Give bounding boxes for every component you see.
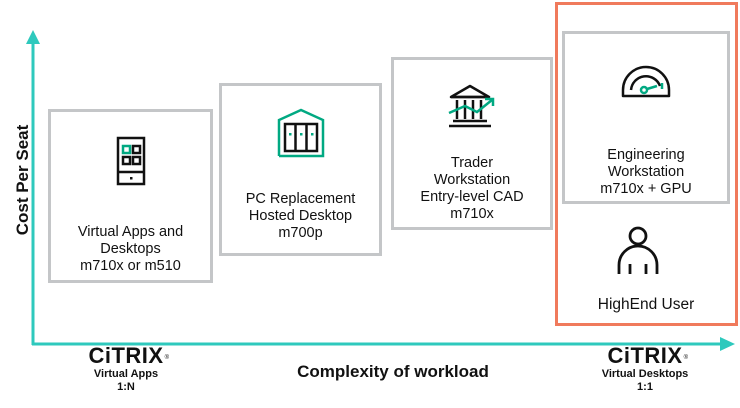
tier-label-line: Hosted Desktop (248, 208, 353, 224)
tier-label-line: Workstation (433, 172, 511, 188)
tier-label: Virtual Apps and Desktops m710x or m510 (51, 224, 210, 275)
tier-label-line: m710x or m510 (80, 258, 181, 274)
tier-label-line: Entry-level CAD (420, 189, 524, 205)
highend-user-label: HighEnd User (597, 296, 695, 313)
tier-label-line: m710x (450, 206, 494, 222)
tier-label-line: m710x + GPU (600, 181, 692, 197)
gauge-icon (620, 64, 672, 103)
tier-card-engineering-workstation: Engineering Workstation m710x + GPU (562, 31, 730, 204)
tier-label-line: Engineering (607, 147, 685, 163)
user-icon (616, 226, 660, 281)
tier-label-line: Virtual Apps and (77, 224, 184, 240)
x-axis-label: Complexity of workload (297, 362, 489, 381)
tier-card-virtual-apps: Virtual Apps and Desktops m710x or m510 (48, 109, 213, 283)
highend-highlight-frame (555, 2, 738, 326)
citrix-ratio-label: 1:1 (637, 381, 653, 393)
y-axis-label: Cost Per Seat (13, 124, 32, 236)
citrix-ratio-label: 1:N (117, 381, 135, 393)
tier-label-line: Trader (450, 155, 494, 171)
bank-trend-icon (447, 83, 497, 134)
tier-label-line: Workstation (607, 164, 685, 180)
tier-label: Trader Workstation Entry-level CAD m710x (394, 155, 550, 223)
tier-label-line: Desktops (100, 241, 161, 257)
y-axis-arrow-icon (26, 30, 40, 44)
citrix-product-label: Virtual Desktops (601, 368, 689, 380)
citrix-virtual-desktops: CiTRIX® Virtual Desktops 1:1 (584, 345, 706, 394)
tier-card-pc-replacement: PC Replacement Hosted Desktop m700p (219, 83, 382, 256)
citrix-virtual-apps: CiTRIX® Virtual Apps 1:N (68, 345, 184, 394)
tier-card-trader-workstation: Trader Workstation Entry-level CAD m710x (391, 57, 553, 230)
tablet-apps-icon (116, 136, 146, 191)
citrix-logo: CiTRIX® (607, 343, 689, 368)
tier-label: Engineering Workstation m710x + GPU (565, 147, 727, 198)
tier-label-line: m700p (278, 225, 323, 241)
server-house-icon (276, 108, 326, 163)
tier-label: PC Replacement Hosted Desktop m700p (222, 191, 379, 242)
tier-label-line: PC Replacement (245, 191, 356, 207)
citrix-logo: CiTRIX® (88, 343, 170, 368)
x-axis-arrow-icon (720, 337, 735, 351)
citrix-product-label: Virtual Apps (93, 368, 159, 380)
